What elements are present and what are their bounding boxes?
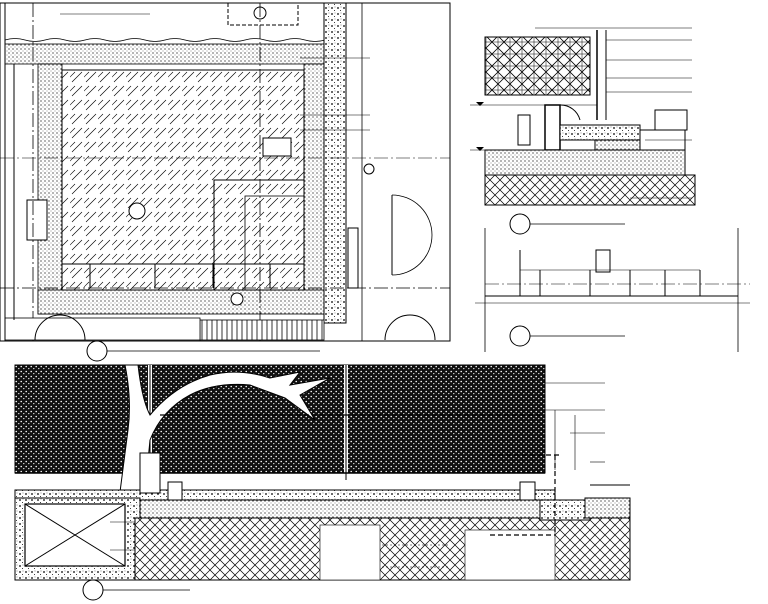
detail-elevation-right bbox=[475, 228, 750, 352]
plan-view bbox=[0, 2, 451, 342]
view-marker-section bbox=[82, 579, 190, 601]
view-marker-detail-bottom bbox=[509, 325, 625, 347]
view-marker-plan bbox=[86, 340, 320, 362]
section-elevation bbox=[14, 364, 631, 581]
view-marker-detail-top bbox=[509, 213, 625, 235]
detail-section-top bbox=[470, 27, 696, 206]
